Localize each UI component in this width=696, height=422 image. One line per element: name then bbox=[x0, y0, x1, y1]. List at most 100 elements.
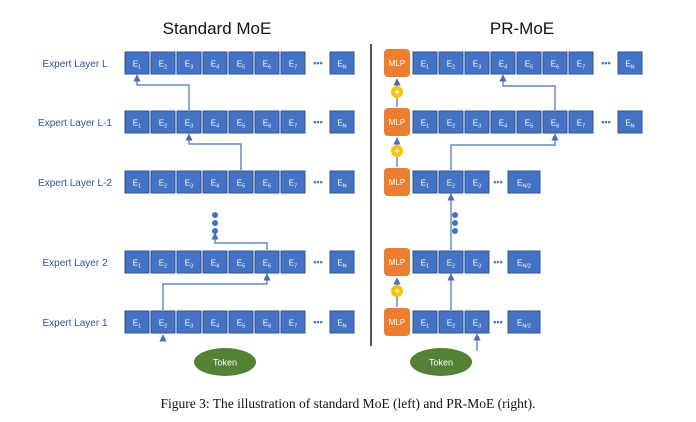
expert-box: E3 bbox=[176, 110, 202, 134]
svg-text:E7: E7 bbox=[577, 119, 585, 130]
svg-text:E6: E6 bbox=[263, 119, 271, 130]
expert-box: E3 bbox=[464, 310, 490, 334]
svg-text:E4: E4 bbox=[211, 179, 219, 190]
svg-text:E1: E1 bbox=[133, 319, 141, 330]
svg-text:EN: EN bbox=[337, 319, 346, 330]
mlp-label: MLP bbox=[389, 59, 405, 68]
expert-box-last: EN bbox=[617, 51, 643, 75]
svg-text:EN: EN bbox=[625, 60, 634, 71]
expert-box: E2 bbox=[438, 110, 464, 134]
expert-box: E6 bbox=[254, 170, 280, 194]
expert-box: E2 bbox=[150, 250, 176, 274]
ellipsis-dots: ••• bbox=[601, 58, 610, 68]
svg-text:E7: E7 bbox=[577, 60, 585, 71]
routing-arrow bbox=[499, 74, 556, 110]
plus-circle: + bbox=[391, 145, 403, 158]
svg-text:E2: E2 bbox=[447, 259, 455, 270]
ellipsis-dots: ••• bbox=[493, 317, 502, 327]
expert-box: E5 bbox=[516, 110, 542, 134]
svg-text:E2: E2 bbox=[447, 179, 455, 190]
svg-text:E5: E5 bbox=[237, 179, 245, 190]
svg-text:E5: E5 bbox=[237, 60, 245, 71]
expert-box: E1 bbox=[124, 51, 150, 75]
svg-text:E4: E4 bbox=[211, 119, 219, 130]
expert-box: E2 bbox=[438, 51, 464, 75]
svg-text:E1: E1 bbox=[421, 259, 429, 270]
expert-box: E1 bbox=[412, 310, 438, 334]
expert-box-last: EN bbox=[329, 110, 355, 134]
svg-text:EN: EN bbox=[337, 60, 346, 71]
svg-text:E7: E7 bbox=[289, 60, 297, 71]
expert-box: E2 bbox=[438, 310, 464, 334]
routing-arrow bbox=[133, 74, 190, 110]
svg-text:E6: E6 bbox=[551, 119, 559, 130]
mlp-box: MLP bbox=[384, 108, 410, 136]
figure-caption: Figure 3: The illustration of standard M… bbox=[160, 396, 536, 411]
svg-text:EN/2: EN/2 bbox=[517, 179, 531, 190]
svg-text:E6: E6 bbox=[551, 60, 559, 71]
expert-box: E4 bbox=[202, 250, 228, 274]
svg-text:E2: E2 bbox=[447, 60, 455, 71]
expert-box: E3 bbox=[464, 51, 490, 75]
svg-text:E2: E2 bbox=[159, 119, 167, 130]
expert-box: E2 bbox=[150, 310, 176, 334]
expert-box: E1 bbox=[412, 51, 438, 75]
moe-diagram: Standard MoE PR-MoE Expert Layer LExpert… bbox=[38, 19, 643, 376]
expert-box: E3 bbox=[176, 310, 202, 334]
svg-text:E2: E2 bbox=[159, 60, 167, 71]
svg-text:E2: E2 bbox=[159, 259, 167, 270]
svg-text:E1: E1 bbox=[421, 319, 429, 330]
expert-box: E5 bbox=[516, 51, 542, 75]
routing-arrow bbox=[162, 273, 271, 310]
svg-text:E3: E3 bbox=[473, 319, 481, 330]
layer-label: Expert Layer L bbox=[42, 59, 107, 70]
mlp-box: MLP bbox=[384, 248, 410, 276]
routing-arrow bbox=[211, 232, 268, 250]
svg-text:E3: E3 bbox=[473, 259, 481, 270]
expert-box: E3 bbox=[464, 250, 490, 274]
expert-box: E1 bbox=[124, 250, 150, 274]
svg-text:E1: E1 bbox=[133, 259, 141, 270]
svg-text:E6: E6 bbox=[263, 60, 271, 71]
ellipsis-dots: ••• bbox=[313, 257, 322, 267]
svg-text:E7: E7 bbox=[289, 259, 297, 270]
mlp-label: MLP bbox=[389, 178, 405, 187]
expert-box: E4 bbox=[490, 110, 516, 134]
expert-box: E6 bbox=[254, 110, 280, 134]
expert-box: E6 bbox=[254, 51, 280, 75]
pr-moe-title: PR-MoE bbox=[490, 19, 554, 38]
svg-text:E3: E3 bbox=[185, 319, 193, 330]
expert-box: E5 bbox=[228, 250, 254, 274]
svg-text:+: + bbox=[394, 287, 400, 298]
expert-box: E7 bbox=[568, 51, 594, 75]
ellipsis-dots: ••• bbox=[493, 257, 502, 267]
svg-text:+: + bbox=[394, 88, 400, 99]
expert-box-last: EN/2 bbox=[507, 170, 541, 194]
expert-box: E3 bbox=[464, 170, 490, 194]
expert-box-last: EN/2 bbox=[507, 310, 541, 334]
expert-box: E4 bbox=[202, 51, 228, 75]
svg-text:E6: E6 bbox=[263, 179, 271, 190]
expert-box: E2 bbox=[438, 250, 464, 274]
ellipsis-dots: ••• bbox=[601, 117, 610, 127]
token-label: Token bbox=[429, 358, 453, 368]
svg-text:E3: E3 bbox=[473, 60, 481, 71]
expert-box: E5 bbox=[228, 310, 254, 334]
expert-box: E3 bbox=[464, 110, 490, 134]
expert-box: E2 bbox=[150, 51, 176, 75]
expert-box: E7 bbox=[280, 310, 306, 334]
expert-box: E6 bbox=[542, 51, 568, 75]
svg-text:E6: E6 bbox=[263, 259, 271, 270]
svg-text:E2: E2 bbox=[159, 319, 167, 330]
expert-box: E7 bbox=[280, 170, 306, 194]
expert-box: E6 bbox=[542, 110, 568, 134]
expert-box-last: EN bbox=[329, 310, 355, 334]
svg-text:E1: E1 bbox=[133, 179, 141, 190]
mlp-box: MLP bbox=[384, 308, 410, 336]
expert-box: E3 bbox=[176, 51, 202, 75]
expert-box: E5 bbox=[228, 110, 254, 134]
expert-box: E4 bbox=[202, 170, 228, 194]
